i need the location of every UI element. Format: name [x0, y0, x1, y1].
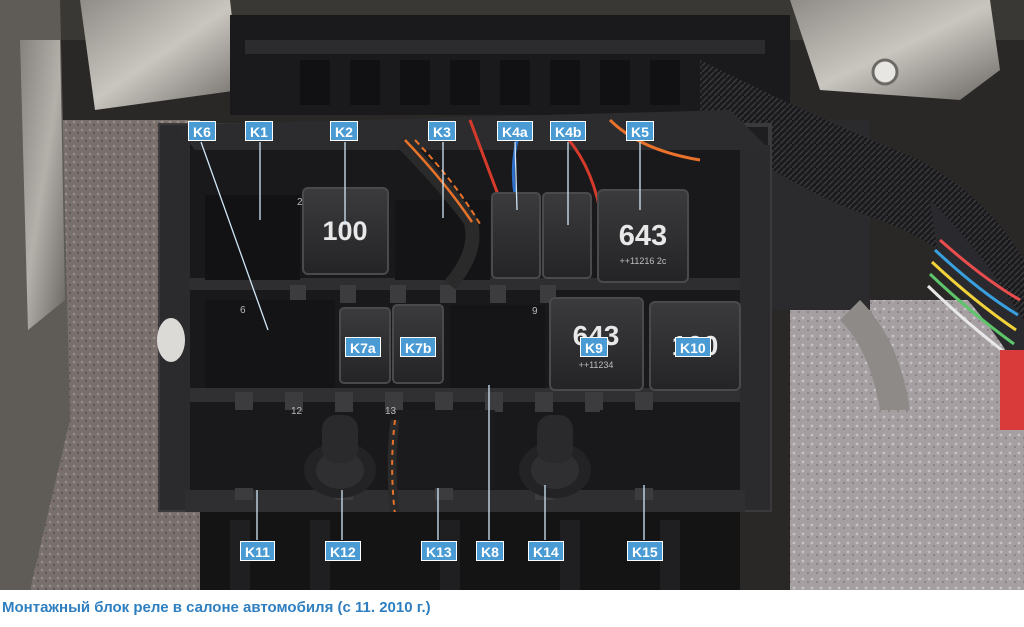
slot-number: 2 — [297, 197, 303, 208]
label-k10: K10 — [675, 337, 711, 357]
label-k1: K1 — [245, 121, 273, 141]
relay-k5-code: ++11216 2c — [620, 256, 667, 266]
label-k6: K6 — [188, 121, 216, 141]
relay-box-photo: 100 643 ++11216 2c 643 ++11234 100 2 6 9 — [0, 0, 1024, 590]
figure-caption: Монтажный блок реле в салоне автомобиля … — [2, 599, 431, 616]
label-k13: K13 — [421, 541, 457, 561]
slot-number: 13 — [385, 406, 397, 417]
relay-k5-marking: 643 — [619, 220, 667, 252]
label-k8: K8 — [476, 541, 504, 561]
slot-number: 12 — [291, 406, 303, 417]
label-k4b: K4b — [550, 121, 587, 141]
label-k2: K2 — [330, 121, 358, 141]
label-k5: K5 — [626, 121, 654, 141]
label-k9: K9 — [580, 337, 608, 357]
callout-lines — [200, 141, 645, 540]
label-k14: K14 — [528, 541, 564, 561]
label-k15: K15 — [627, 541, 663, 561]
label-k11: K11 — [240, 541, 275, 561]
photo-illustration: 100 643 ++11216 2c 643 ++11234 100 2 6 9 — [0, 0, 1024, 590]
slot-number: 9 — [532, 306, 538, 317]
slot-number: 6 — [240, 305, 246, 316]
relay-k9-code: ++11234 — [579, 360, 614, 370]
label-k4a: K4a — [497, 121, 533, 141]
label-k7a: K7a — [345, 337, 381, 357]
label-k3: K3 — [428, 121, 456, 141]
label-k12: K12 — [325, 541, 361, 561]
label-k7b: K7b — [400, 337, 437, 357]
